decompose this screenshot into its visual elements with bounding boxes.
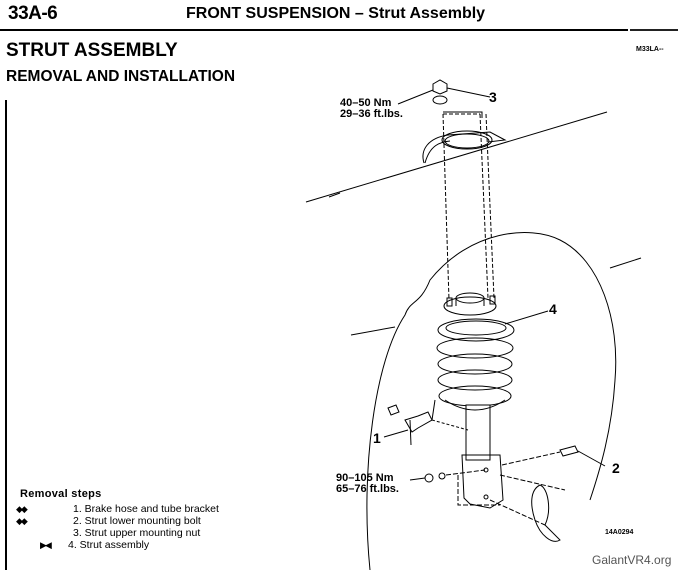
removal-steps-title: Removal steps: [20, 488, 102, 500]
guide-line: [499, 474, 566, 491]
removal-step-text: 3. Strut upper mounting nut: [73, 527, 201, 539]
body-panel-line: [328, 192, 341, 198]
watermark: GalantVR4.org: [592, 553, 672, 567]
torque-lower-nm: 90–105 Nm: [336, 472, 394, 484]
torque-upper-ftlbs: 29–36 ft.lbs.: [340, 108, 403, 120]
guide-line: [442, 113, 450, 301]
top-mount: [455, 298, 485, 306]
bracket-bolt: [387, 404, 400, 416]
guide-line: [457, 475, 500, 506]
part-label-1: 1: [373, 430, 381, 446]
brake-hose: [409, 399, 436, 446]
mount-stud: [489, 295, 496, 305]
strut-tower: [424, 140, 451, 164]
reference-code: M33LA--: [636, 46, 664, 53]
upper-washer: [432, 95, 448, 105]
leader-line-1: [383, 429, 409, 438]
brake-hose-bracket: [404, 411, 433, 433]
strut-tower: [422, 131, 507, 164]
guide-line: [489, 499, 546, 526]
part-label-4: 4: [549, 301, 557, 317]
strut-bracket: [461, 454, 504, 509]
leader-line-3: [446, 87, 491, 98]
left-margin-rule: [5, 100, 7, 570]
lower-bolt: [559, 445, 579, 457]
torque-spec-lower: 90–105 Nm 65–76 ft.lbs.: [336, 473, 399, 495]
subject-title: Strut Assembly: [368, 5, 486, 22]
removal-step: ◆◆ 1. Brake hose and tube bracket: [16, 503, 219, 515]
guide-line: [501, 451, 561, 466]
removal-step-text: 4. Strut assembly: [68, 539, 150, 551]
section-subtitle: REMOVAL AND INSTALLATION: [6, 68, 236, 85]
spring-seat: [444, 399, 506, 411]
part-label-2: 2: [612, 460, 620, 476]
service-arrow-icon: ◆◆: [16, 516, 28, 526]
chapter-title: FRONT SUSPENSION: [186, 5, 351, 22]
removal-step-text: 2. Strut lower mounting bolt: [73, 515, 201, 527]
torque-upper-nm: 40–50 Nm: [340, 97, 392, 109]
guide-line: [431, 419, 469, 431]
wheel-arch: [366, 232, 617, 570]
removal-step: ◆◆ 2. Strut lower mounting bolt: [16, 515, 201, 527]
leader-line-torque-upper: [397, 89, 434, 105]
removal-step-text: 1. Brake hose and tube bracket: [73, 503, 219, 515]
figure-code: 14A0294: [605, 529, 634, 536]
page-number: 33A-6: [8, 3, 58, 24]
header-rule-right: [630, 29, 678, 31]
header-title: FRONT SUSPENSION – Strut Assembly: [186, 5, 485, 23]
service-arrow-icon: ▶◀: [40, 540, 52, 550]
top-mount: [443, 296, 497, 316]
mount-stud: [446, 297, 453, 307]
removal-steps: Removal steps ◆◆ 1. Brake hose and tube …: [16, 488, 219, 551]
guide-line: [485, 113, 495, 299]
torque-lower-ftlbs: 65–76 ft.lbs.: [336, 483, 399, 495]
removal-step: 3. Strut upper mounting nut: [20, 527, 200, 539]
upper-nut: [432, 79, 448, 95]
strut-body: [465, 404, 491, 461]
leader-line-torque-lower: [409, 477, 426, 481]
part-label-3: 3: [489, 89, 497, 105]
guide-line: [445, 469, 486, 476]
knuckle: [531, 484, 561, 542]
guide-line: [479, 113, 489, 299]
body-panel-line: [609, 257, 642, 269]
service-arrow-icon: ◆◆: [16, 504, 28, 514]
guide-line: [443, 111, 483, 118]
title-separator: –: [354, 5, 364, 22]
leader-line-2: [577, 450, 606, 467]
body-panel-line: [305, 111, 608, 203]
section-title: STRUT ASSEMBLY: [6, 40, 178, 61]
header-rule: [0, 29, 628, 31]
leader-line-4: [504, 310, 549, 325]
lower-washer: [438, 472, 446, 480]
removal-step: ▶◀ 4. Strut assembly: [20, 539, 149, 551]
lower-nut: [424, 473, 434, 483]
bracket-hole: [483, 494, 489, 500]
torque-spec-upper: 40–50 Nm 29–36 ft.lbs.: [340, 98, 403, 120]
coil-spring: [436, 318, 515, 407]
body-panel-line: [350, 326, 396, 336]
tower-hole: [444, 133, 490, 149]
tower-hole: [441, 130, 493, 150]
